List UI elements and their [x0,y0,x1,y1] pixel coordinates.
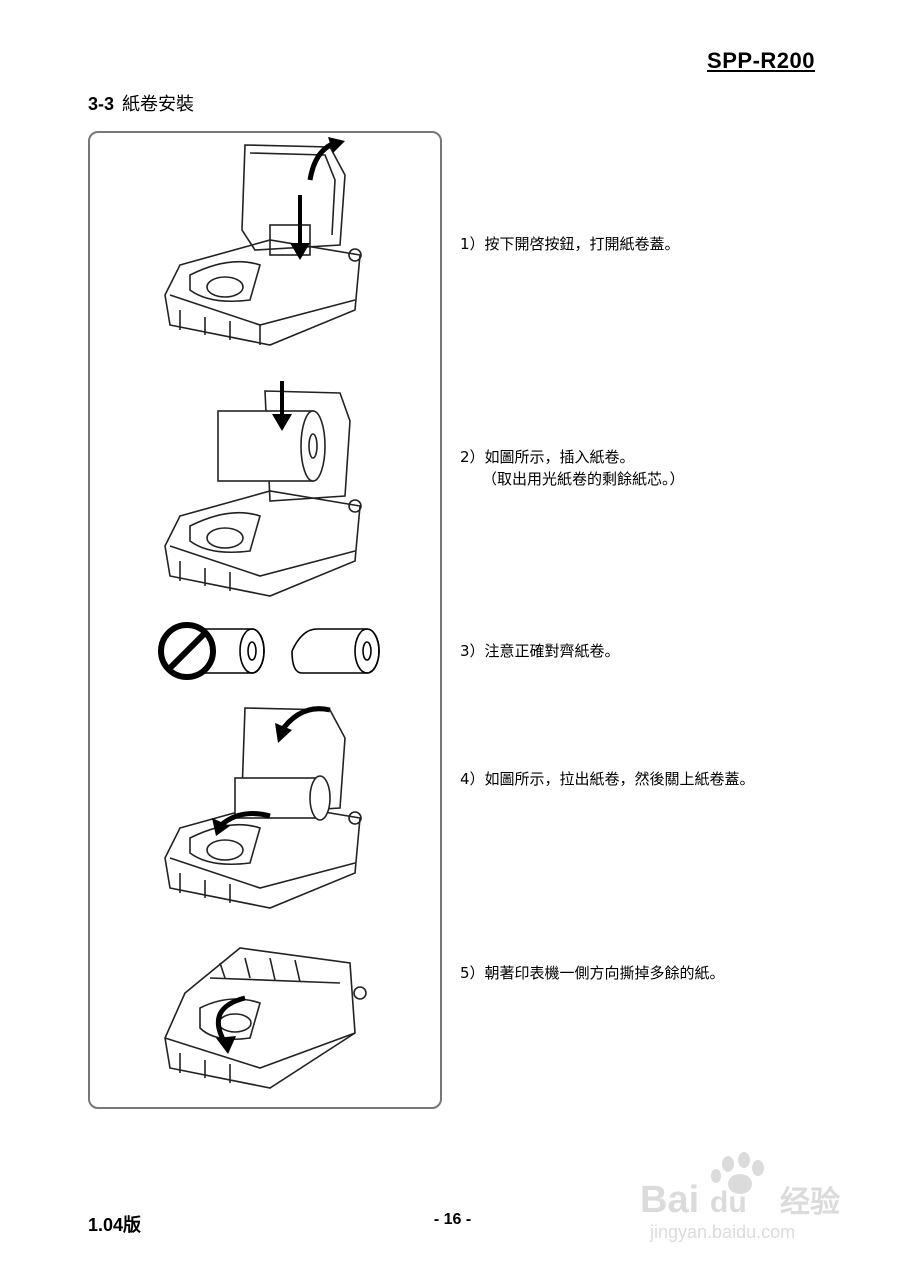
watermark-url: jingyan.baidu.com [649,1222,795,1242]
watermark-brand-2: du [710,1186,747,1219]
version-label: 1.04版 [88,1215,142,1235]
watermark-brand: Bai [640,1179,699,1221]
step-2: 2）如圖所示，插入紙卷。 （取出用光紙卷的剩餘紙芯。） [460,446,685,490]
section-heading: 紙卷安裝 [122,94,195,115]
section-number: 3-3 [88,94,115,114]
section-title: 3-3 紙卷安裝 [88,90,194,116]
model-name: SPP-R200 [707,48,815,73]
step-5-text: 5）朝著印表機一側方向撕掉多餘的紙。 [460,964,725,982]
step-1-text: 1）按下開啓按鈕，打開紙卷蓋。 [460,235,680,253]
watermark-brand-cn: 经验 [780,1185,840,1220]
paw-icon [711,1152,764,1194]
step-2-subtext: （取出用光紙卷的剩餘紙芯。） [482,470,685,488]
step-5: 5）朝著印表機一側方向撕掉多餘的紙。 [460,962,725,984]
step-3: 3）注意正確對齊紙卷。 [460,640,620,662]
step-1: 1）按下開啓按鈕，打開紙卷蓋。 [460,233,680,255]
step-3-text: 3）注意正確對齊紙卷。 [460,642,620,660]
printer-open-illustration [164,137,362,346]
baidu-watermark: Bai du 经验 jingyan.baidu.com [640,1152,840,1242]
step-2-text: 2）如圖所示，插入紙卷。 [460,448,635,466]
close-cover-illustration [164,706,362,909]
page-number: - 16 - [433,1211,472,1228]
roll-orientation-illustration [158,622,380,680]
illustration-panel [88,131,442,1109]
step-4: 4）如圖所示，拉出紙卷，然後關上紙卷蓋。 [460,768,755,790]
tear-paper-illustration [164,947,367,1089]
insert-roll-illustration [164,381,362,597]
step-4-text: 4）如圖所示，拉出紙卷，然後關上紙卷蓋。 [460,770,755,788]
